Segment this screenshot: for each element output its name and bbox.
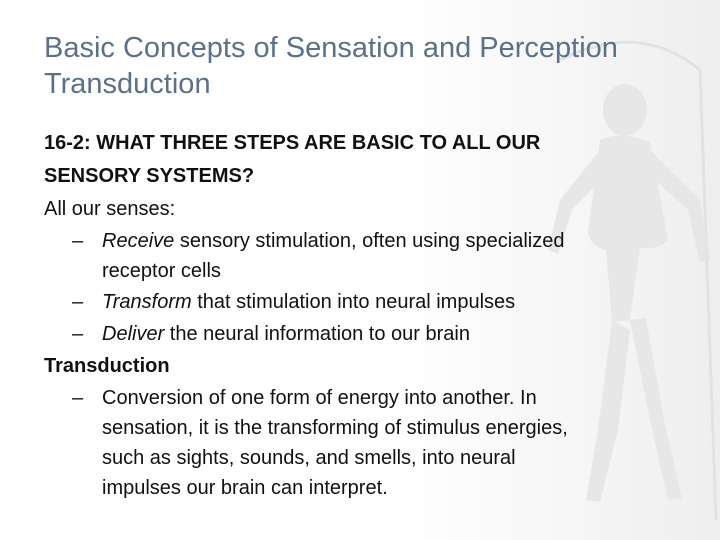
title-line-1: Basic Concepts of Sensation and Percepti…	[44, 32, 618, 64]
title-line-2: Transduction	[44, 68, 211, 100]
definition-line: Conversion of one form of energy into an…	[102, 387, 537, 409]
bullet-dash: –	[72, 387, 84, 409]
bullet-receive: – Receive sensory stimulation, often usi…	[44, 226, 684, 286]
bullet-deliver: – Deliver the neural information to our …	[44, 318, 684, 350]
question-line-2: SENSORY SYSTEMS?	[44, 165, 255, 187]
slide-body: 16-2: WHAT THREE STEPS ARE BASIC TO ALL …	[44, 127, 684, 503]
bullet-emphasis: Deliver	[102, 323, 165, 345]
bullet-text: the neural information to our brain	[164, 323, 470, 345]
definition-bullet: – Conversion of one form of energy into …	[44, 383, 684, 503]
bullet-dash: –	[72, 323, 84, 345]
bullet-dash: –	[72, 291, 84, 313]
bullet-text: sensory stimulation, often using special…	[174, 230, 565, 252]
definition-line: such as sights, sounds, and smells, into…	[102, 447, 516, 469]
intro-text: All our senses:	[44, 198, 176, 220]
definition-line: sensation, it is the transforming of sti…	[102, 417, 568, 439]
bullet-text: that stimulation into neural impulses	[191, 291, 516, 313]
slide-title: Basic Concepts of Sensation and Percepti…	[44, 30, 704, 102]
definition-line: impulses our brain can interpret.	[102, 477, 388, 499]
bullet-transform: – Transform that stimulation into neural…	[44, 286, 684, 318]
bullet-emphasis: Receive	[102, 230, 175, 252]
question-line-1: 16-2: WHAT THREE STEPS ARE BASIC TO ALL …	[44, 132, 541, 154]
bullet-emphasis: Transform	[102, 291, 192, 313]
bullet-dash: –	[72, 230, 84, 252]
bullet-text-continued: receptor cells	[102, 260, 221, 282]
section-heading-transduction: Transduction	[44, 355, 170, 377]
